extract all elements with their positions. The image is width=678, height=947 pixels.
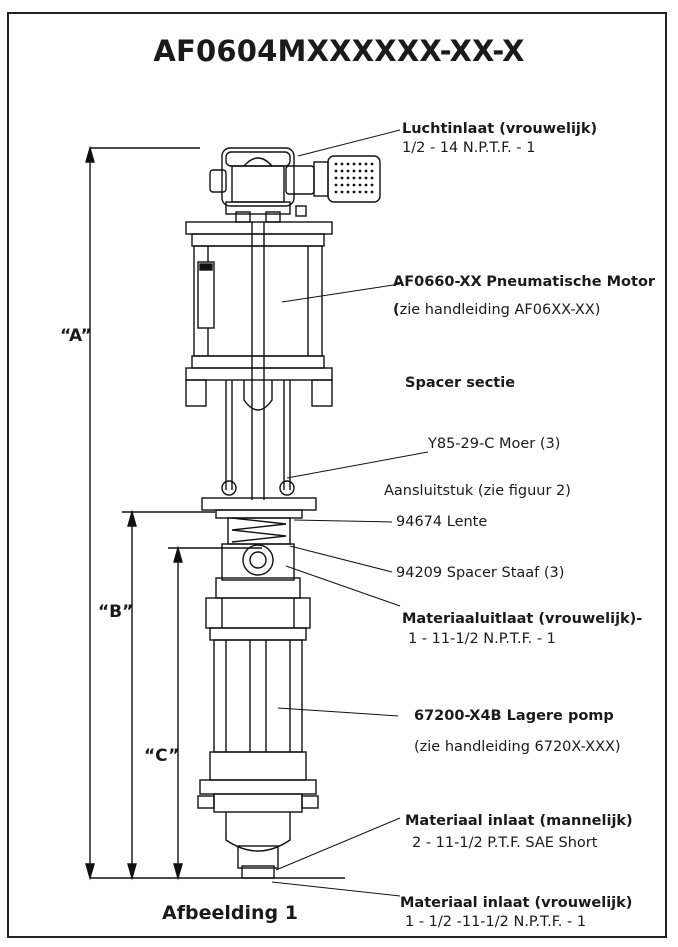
air-inlet-valve [209, 147, 381, 223]
motor-ref-text: zie handleiding AF06XX-XX) [399, 302, 601, 318]
dimension-label-b: “B” [98, 602, 134, 622]
inlet-male-title: Materiaal inlaat (mannelijk) [405, 813, 633, 829]
pump-part-number: 67200-X4B [414, 708, 502, 724]
inlet-male-spec: 2 - 11-1/2 P.T.F. SAE Short [412, 835, 598, 851]
spacer-section-label: Spacer sectie [405, 375, 516, 391]
pump-callout: 67200-X4B Lagere pomp [414, 707, 614, 725]
spring-part-number: 94674 [396, 514, 443, 530]
figure-frame [7, 12, 667, 938]
spring-callout: 94674 Lente [396, 513, 487, 531]
nut-label: Moer (3) [498, 436, 561, 452]
spring [227, 517, 291, 545]
dimension-label-a: “A” [60, 326, 92, 346]
dimension-line-c [168, 545, 262, 881]
dimension-label-c: “C” [144, 746, 180, 766]
inlet-female-spec: 1 - 1/2 -11-1/2 N.P.T.F. - 1 [405, 914, 587, 930]
motor-title: Pneumatische Motor [486, 274, 656, 290]
leader-lines [271, 129, 429, 897]
pump-title: Lagere pomp [506, 708, 614, 724]
motor-callout: AF0660-XX Pneumatische Motor [393, 273, 655, 291]
nut-part-number: Y85-29-C [428, 436, 495, 452]
muffler-mesh [334, 162, 374, 194]
motor-ref-paren: ( [393, 302, 400, 318]
pump-reference: (zie handleiding 6720X-XXX) [414, 739, 621, 755]
rod-part-number: 94209 [396, 565, 443, 581]
air-inlet-spec: 1/2 - 14 N.P.T.F. - 1 [402, 140, 536, 156]
adapter-plate [201, 497, 317, 519]
lower-pump [197, 627, 319, 879]
inlet-female-title: Materiaal inlaat (vrouwelijk) [400, 895, 633, 911]
outlet-title: Materiaaluitlaat (vrouwelijk)- [402, 611, 643, 627]
rod-callout: 94209 Spacer Staaf (3) [396, 564, 564, 582]
air-inlet-title: Luchtinlaat (vrouwelijk) [402, 121, 598, 137]
adapter-label: Aansluitstuk (zie figuur 2) [384, 483, 571, 499]
nut-callout: Y85-29-C Moer (3) [428, 435, 560, 453]
spring-label: Lente [446, 514, 488, 530]
dimension-line-b [122, 509, 215, 881]
air-motor [185, 221, 333, 411]
drawing-title: AF0604MXXXXXX-XX-X [153, 34, 525, 68]
rod-label: Spacer Staaf (3) [446, 565, 565, 581]
figure-caption: Afbeelding 1 [162, 902, 298, 924]
motor-part-number: AF0660-XX [393, 274, 482, 290]
spacer-rods [221, 380, 295, 500]
outlet-spec: 1 - 11-1/2 N.P.T.F. - 1 [408, 631, 556, 647]
motor-reference: (zie handleiding AF06XX-XX) [393, 301, 600, 319]
material-outlet-body [205, 543, 311, 629]
